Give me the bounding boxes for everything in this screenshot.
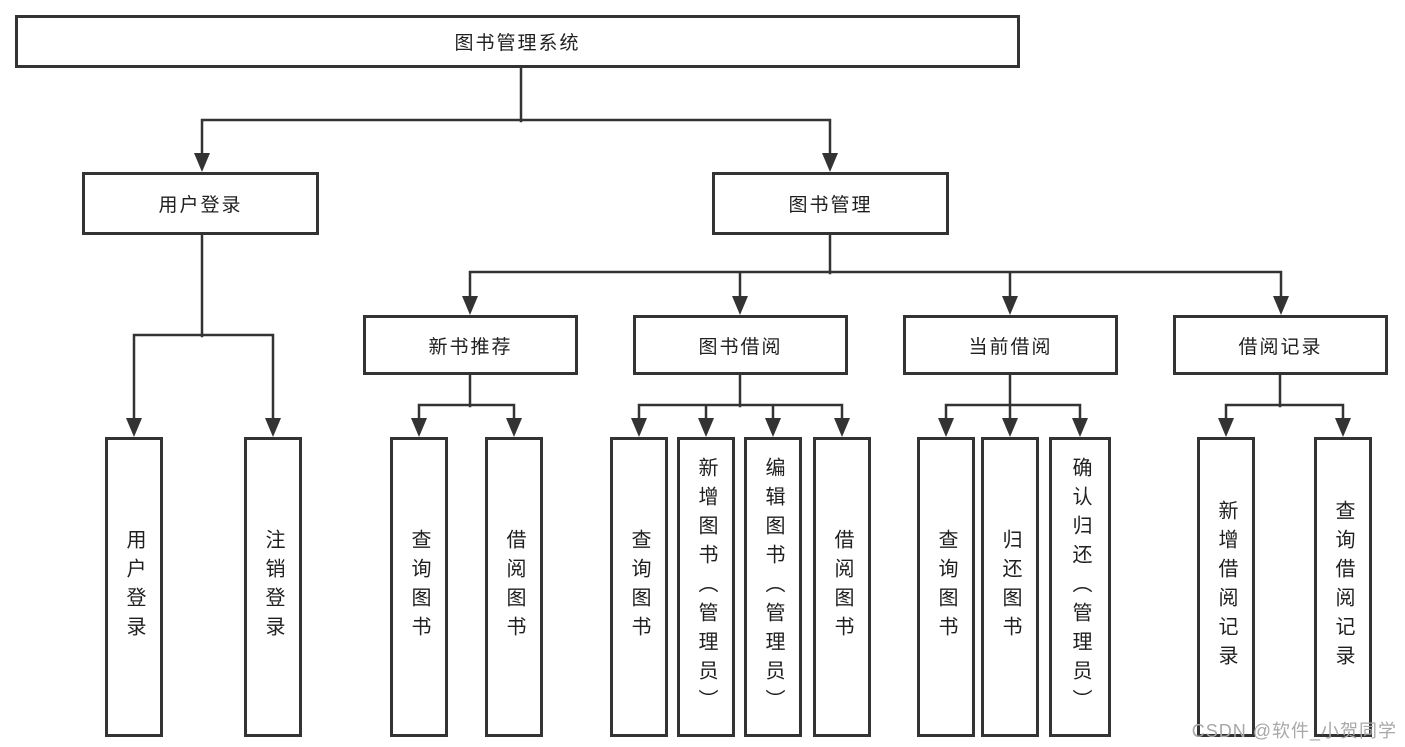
leaf-newbook-borrow-books: 借阅图书 bbox=[485, 437, 543, 737]
csdn-watermark: CSDN @软件_小贺同学 bbox=[1191, 721, 1397, 741]
leaf-records-add-record: 新增借阅记录 bbox=[1197, 437, 1255, 737]
node-book-borrow: 图书借阅 bbox=[633, 315, 848, 375]
leaf-borrow-query-books: 查询图书 bbox=[610, 437, 668, 737]
leaf-newbook-query-books: 查询图书 bbox=[390, 437, 448, 737]
leaf-current-return-books: 归还图书 bbox=[981, 437, 1039, 737]
node-borrow-records: 借阅记录 bbox=[1173, 315, 1388, 375]
arrowheads bbox=[126, 153, 1351, 437]
leaf-user-login: 用户登录 bbox=[105, 437, 163, 737]
leaf-current-query-books: 查询图书 bbox=[917, 437, 975, 737]
node-book-management: 图书管理 bbox=[712, 172, 949, 235]
node-current-borrow: 当前借阅 bbox=[903, 315, 1118, 375]
leaf-records-query-record: 查询借阅记录 bbox=[1314, 437, 1372, 737]
leaf-borrow-edit-books-admin: 编辑图书（管理员） bbox=[744, 437, 802, 737]
leaf-borrow-add-books-admin: 新增图书（管理员） bbox=[677, 437, 735, 737]
leaf-borrow-borrow-books: 借阅图书 bbox=[813, 437, 871, 737]
leaf-current-confirm-return-admin: 确认归还（管理员） bbox=[1049, 437, 1111, 737]
node-new-book-recommend: 新书推荐 bbox=[363, 315, 578, 375]
node-library-management-system: 图书管理系统 bbox=[15, 15, 1020, 68]
node-user-login: 用户登录 bbox=[82, 172, 319, 235]
leaf-logout-login: 注销登录 bbox=[244, 437, 302, 737]
